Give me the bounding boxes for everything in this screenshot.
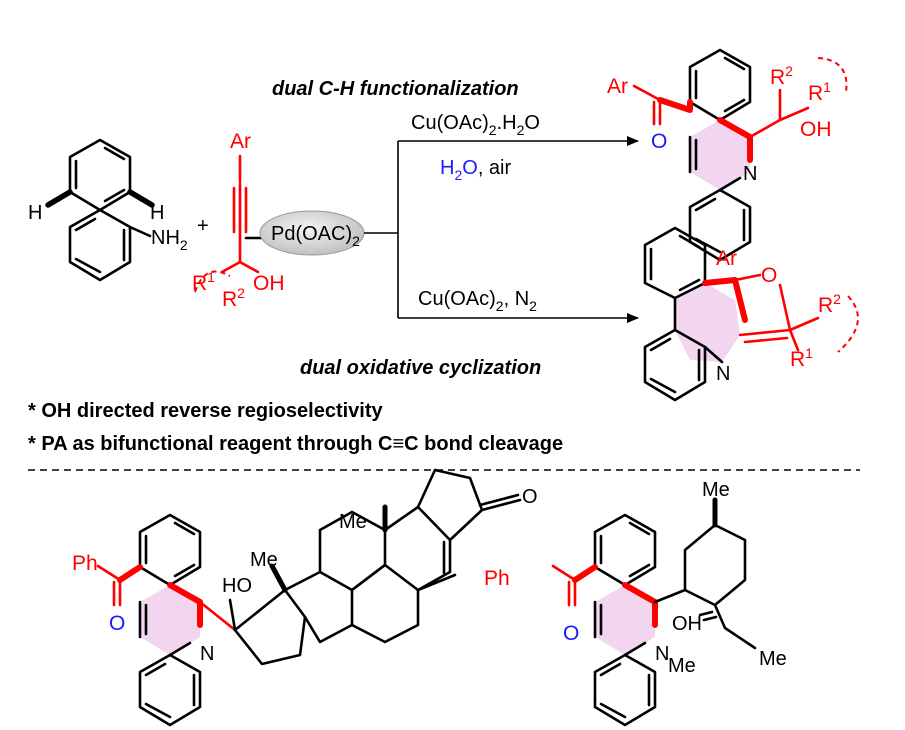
top-condition-2: H2O, air [440,157,511,183]
bottom-title: dual oxidative cyclization [300,357,541,379]
p2-o-label: O [761,264,777,287]
ch-bond-right [127,189,155,208]
p2-r2-label: R2 [818,291,841,317]
ex2-oh-label: OH [672,613,702,635]
note-2: * PA as bifunctional reagent through C≡C… [28,433,563,455]
product-phenanthridine: N Ar O R2 R1 OH [607,48,848,262]
p1-r1-label: R1 [808,79,831,105]
ex1-lower-ring [138,653,202,727]
ch-bond-left [45,189,73,208]
product-azepine: N O Ar R2 R1 [643,226,859,402]
plus-sign: + [197,215,209,237]
ex2-lower-ring [593,653,657,727]
ex1-upper-ring [138,513,202,587]
ex2-o-label: O [563,622,579,645]
note-1: * OH directed reverse regioselectivity [28,400,383,422]
ex1-ketone-o: O [522,486,538,508]
ex1-ho-label: HO [222,575,252,597]
ex2-me-label-bottom: Me [759,648,787,670]
p1-ar-label: Ar [607,75,628,98]
h-label-left: H [28,202,42,224]
aminobiphenyl-upper-ring [68,138,132,212]
p2-lower-ring [643,328,707,402]
r2-label: R2 [222,285,245,311]
p1-lower-ring [688,188,752,262]
bottom-condition: Cu(OAc)2, N2 [418,288,537,314]
p1-r2-label: R2 [770,63,793,89]
p1-o-label: O [651,130,667,153]
r1-label: R1 [192,269,215,295]
p1-upper-ring [688,48,752,122]
top-title: dual C-H functionalization [272,78,519,100]
p2-r1-label: R1 [790,345,813,371]
p2-ar-label: Ar [716,247,737,270]
ex2-n-label: N [655,643,669,665]
ex1-n-label: N [200,643,214,665]
ex2-me-label-top: Me [702,479,730,501]
ring-fragment-dashed [194,270,231,293]
aminobiphenyl: H H NH2 [28,138,188,282]
h-label-right: H [150,202,164,224]
example-steroid: N Ph O HO Me Me O [72,468,538,727]
ex1-ph-label: Ph [72,552,98,575]
p1-n-label: N [743,163,757,185]
ex1-me-label-2: Me [339,511,367,533]
p1-ring-fragment-dashed [817,57,848,93]
top-condition-1: Cu(OAc)2.H2O [411,112,540,138]
ex2-nme-label: Me [668,655,696,677]
oh-label: OH [253,272,285,295]
aminobiphenyl-lower-ring [68,208,132,282]
nh2-label: NH2 [151,227,188,253]
ex1-me-label-1: Me [250,549,278,571]
p2-n-label: N [716,363,730,385]
ar-label: Ar [230,130,251,153]
ex1-o-label: O [109,612,125,635]
pd-catalyst: Pd(OAC)2 [259,210,365,256]
p2-ring-fragment-dashed [837,295,859,353]
ex2-ph-label: Ph [484,567,510,590]
p1-oh-label: OH [800,118,832,141]
branching-arrows [364,136,639,323]
p1-middle-ring [688,135,742,192]
p2-upper-ring [643,226,707,300]
ex2-upper-ring [593,513,657,587]
pd-label: Pd(OAC)2 [271,223,360,249]
propargyl-alcohol: Ar R1 R2 OH [192,130,285,311]
example-cyclohexyl: N Ph O Me OH Me Me [484,479,787,727]
